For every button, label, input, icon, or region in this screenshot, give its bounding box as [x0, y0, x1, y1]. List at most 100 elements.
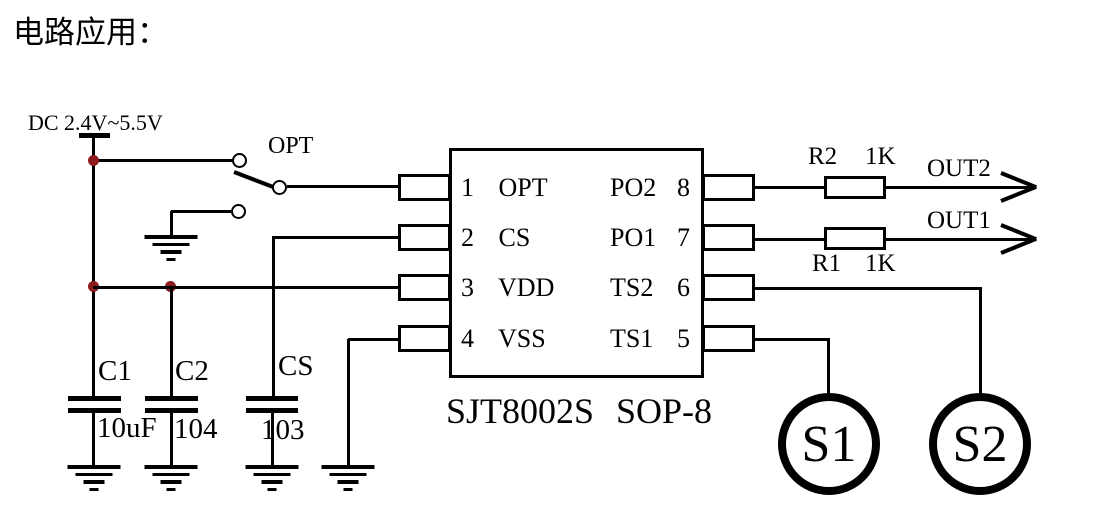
- ground-bar: [144, 235, 198, 239]
- ground-bar: [267, 487, 276, 491]
- ic-package-label: SOP-8: [616, 391, 713, 431]
- ic-pin6-pad: [702, 274, 755, 301]
- pin-name: PO2: [610, 173, 657, 202]
- pin-name: OPT: [498, 173, 548, 202]
- ground-bar: [160, 250, 182, 254]
- ic-pin-row-1: 1 OPT: [461, 174, 548, 201]
- ic-pin-row-2: 2 CS: [461, 224, 530, 251]
- wire-r1-to-out1: [886, 237, 1030, 241]
- resistor-r2: [824, 176, 886, 199]
- out2-label: OUT2: [927, 155, 991, 182]
- ic-pin-row-5: TS1 5: [610, 325, 690, 352]
- pin-number: 8: [677, 173, 690, 202]
- capacitor-c2-value: 104: [174, 413, 218, 445]
- ground-bar: [343, 487, 353, 491]
- wire-supply-to-switch: [93, 159, 234, 162]
- junction-dot: [87, 155, 99, 166]
- ic-pin7-pad: [702, 224, 755, 251]
- touch-sensor-s1: S1: [778, 393, 880, 495]
- pin-name: CS: [498, 223, 531, 252]
- pin-number: 6: [677, 273, 690, 302]
- ground-bar: [83, 480, 105, 484]
- ic-pin-row-4: 4 VSS: [461, 325, 546, 352]
- ic-body: [449, 148, 704, 378]
- resistor-r1-ref: R1: [812, 250, 842, 277]
- resistor-r2-ref: R2: [808, 143, 838, 170]
- supply-voltage-label: DC 2.4V~5.5V: [28, 110, 163, 135]
- ground-bar: [245, 465, 298, 469]
- switch-throw1-contact: [272, 180, 287, 195]
- pin-name: TS2: [610, 273, 654, 302]
- wire-main-vertical: [92, 137, 95, 397]
- pin-name: PO1: [610, 223, 657, 252]
- capacitor-c1-plate: [68, 408, 121, 413]
- pin-name: VDD: [498, 273, 555, 302]
- wire-throw2-horizontal: [171, 210, 232, 213]
- ground-bar: [144, 465, 198, 469]
- page-title: 电路应用：: [13, 15, 168, 50]
- touch-sensor-s2-label: S2: [952, 415, 1008, 473]
- wire-cs-to-ground: [270, 412, 274, 467]
- switch-blade: [233, 170, 275, 190]
- ic-pin5-pad: [702, 325, 755, 352]
- pin-name: TS1: [610, 324, 654, 353]
- wire-ts2-vertical: [979, 287, 982, 395]
- capacitor-c2-plate: [145, 408, 198, 413]
- pin-number: 1: [461, 173, 474, 202]
- ic-pin-row-6: TS2 6: [610, 274, 690, 301]
- ground-bar: [261, 480, 282, 484]
- resistor-r2-value: 1K: [865, 143, 896, 170]
- ic-pin-row-3: 3 VDD: [461, 274, 554, 301]
- wire-pin8-to-r2: [753, 185, 824, 189]
- ground-bar: [166, 487, 176, 491]
- capacitor-c1-plate: [68, 396, 121, 401]
- wire-throw2-to-ground: [169, 211, 173, 237]
- ic-pin8-pad: [702, 174, 755, 201]
- ic-pin4-pad: [398, 325, 451, 352]
- power-rail-bar: [79, 133, 110, 138]
- ic-pin-row-7: PO1 7: [610, 224, 690, 251]
- wire-pin4-vss: [348, 337, 400, 341]
- wire-ts1-horizontal: [753, 337, 830, 341]
- ic-pin2-pad: [398, 224, 451, 251]
- touch-sensor-s1-label: S1: [801, 415, 857, 473]
- wire-ts1-vertical: [827, 339, 830, 395]
- resistor-r1-value: 1K: [865, 250, 896, 277]
- wire-c1-to-ground: [92, 412, 95, 467]
- wire-r2-to-out2: [886, 185, 1030, 189]
- pin-number: 2: [461, 223, 474, 252]
- ic-part-number: SJT8002S: [446, 391, 595, 431]
- touch-sensor-s2: S2: [929, 393, 1031, 495]
- switch-label: OPT: [268, 133, 314, 159]
- ground-bar: [67, 465, 121, 469]
- ground-bar: [152, 472, 190, 476]
- ground-bar: [337, 480, 359, 484]
- capacitor-c1-value: 10uF: [97, 412, 157, 444]
- out1-label: OUT1: [927, 207, 991, 234]
- capacitor-c2-ref: C2: [175, 355, 209, 387]
- ground-bar: [152, 242, 190, 246]
- wire-ts2-horizontal: [753, 286, 982, 290]
- wire-pin7-to-r1: [753, 237, 824, 241]
- ground-bar: [321, 465, 375, 469]
- switch-pole-contact: [232, 153, 247, 168]
- wire-cs-vertical: [271, 236, 275, 397]
- wire-c2-to-ground: [169, 412, 173, 467]
- capacitor-cs-ref: CS: [278, 350, 314, 382]
- wire-switch-to-pin1: [287, 185, 400, 188]
- capacitor-c1-ref: C1: [98, 355, 132, 387]
- pin-number: 7: [677, 223, 690, 252]
- pin-number: 5: [677, 324, 690, 353]
- pin-number: 4: [461, 324, 474, 353]
- wire-vss-vertical: [346, 339, 350, 467]
- wire-c2-vertical: [169, 287, 173, 397]
- ground-bar: [75, 472, 113, 476]
- pin-name: VSS: [498, 324, 546, 353]
- capacitor-cs-value: 103: [261, 414, 305, 446]
- ic-pin1-pad: [398, 174, 451, 201]
- ground-bar: [253, 472, 290, 476]
- ground-bar: [166, 257, 176, 261]
- capacitor-cs-plate: [246, 396, 298, 401]
- ground-bar: [160, 480, 182, 484]
